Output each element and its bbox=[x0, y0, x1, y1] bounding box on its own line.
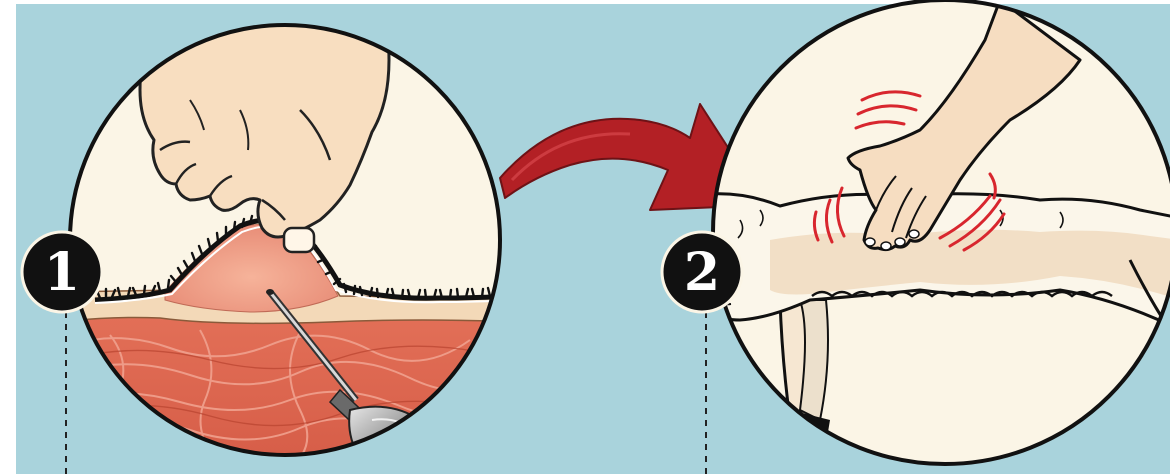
step1-number: 1 bbox=[44, 242, 80, 303]
step2-number: 2 bbox=[684, 242, 720, 303]
left-edge bbox=[0, 0, 16, 474]
step1-badge: 1 bbox=[22, 232, 102, 312]
step2-badge: 2 bbox=[662, 232, 742, 312]
